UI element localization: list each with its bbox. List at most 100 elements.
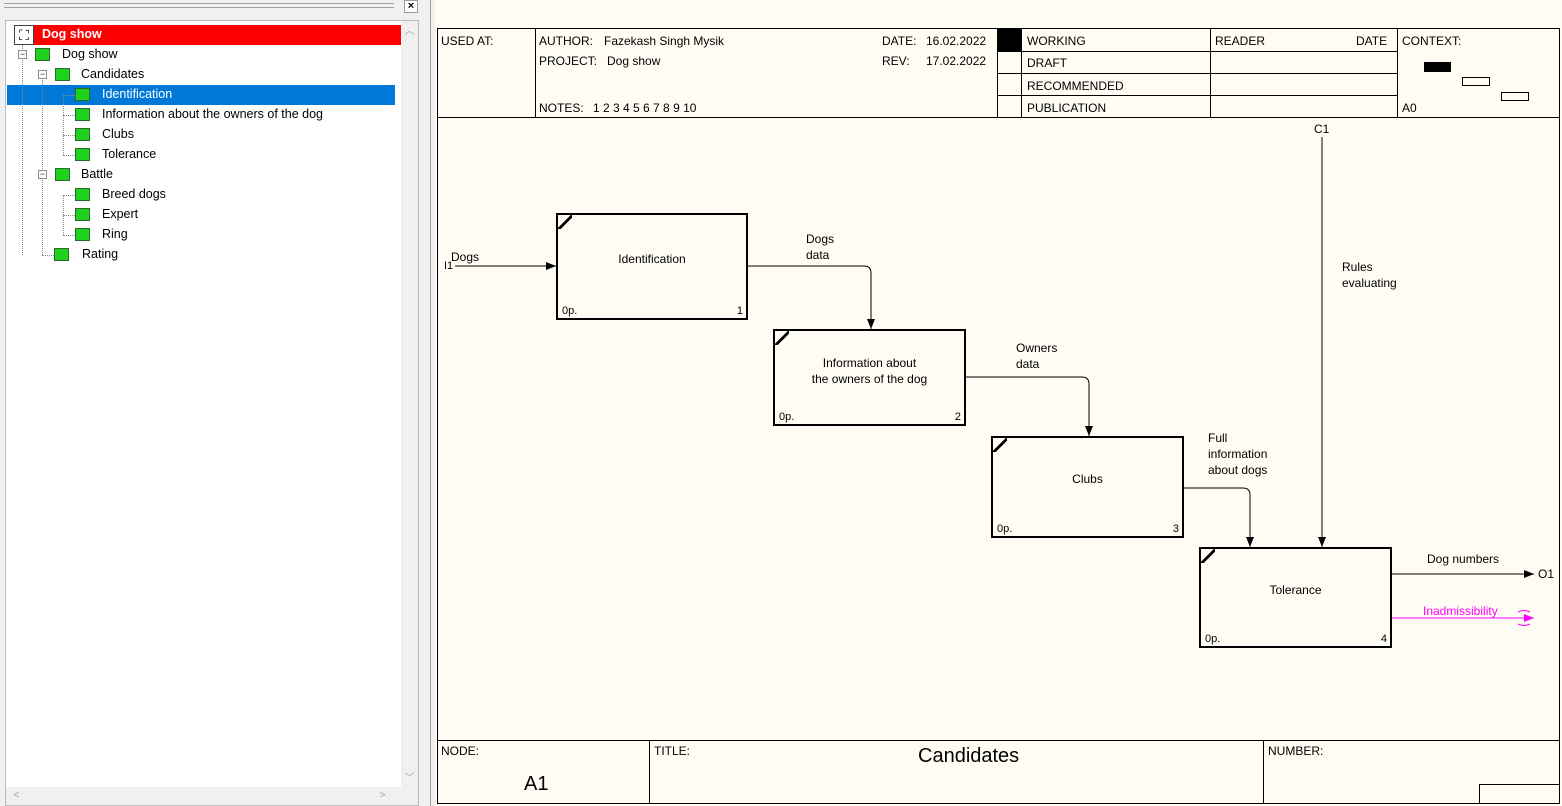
header-divider — [437, 117, 1560, 118]
diagram-title: Candidates — [918, 745, 1020, 767]
tree-item-label: Candidates — [81, 67, 145, 81]
activity-cost: 0р. — [997, 523, 1013, 535]
explorer-titlebar: × — [0, 0, 420, 14]
tree-item-battle[interactable]: − Battle — [38, 165, 338, 185]
author-label: AUTHOR: — [539, 34, 593, 48]
scroll-left-icon[interactable]: < — [13, 790, 20, 801]
activity-name: Identification — [618, 252, 686, 266]
activity-box-icon — [75, 228, 90, 241]
collapse-icon[interactable]: − — [38, 169, 47, 179]
activity-box-icon — [75, 108, 90, 121]
activity-information-owners[interactable]: Information about the owners of the dog … — [773, 329, 966, 426]
selection-highlight — [7, 85, 395, 105]
status-working: WORKING — [1027, 34, 1086, 48]
context-label: CONTEXT: — [1402, 34, 1462, 48]
node-value: A1 — [524, 773, 549, 795]
dog-numbers-label[interactable]: Dog numbers — [1427, 552, 1500, 566]
owners-data-label[interactable]: data — [1016, 357, 1040, 371]
arrow-full-information[interactable] — [1183, 487, 1254, 547]
tree-item-tolerance[interactable]: Tolerance — [75, 145, 375, 165]
full-information-label[interactable]: Full — [1208, 431, 1228, 445]
project-label: PROJECT: — [539, 54, 598, 68]
tunnel-icon — [1517, 610, 1531, 626]
diagram-canvas[interactable] — [435, 0, 1562, 806]
header-divider — [997, 95, 1397, 96]
titlebar-grip — [4, 7, 394, 8]
model-tree[interactable]: ⛶ Dog show − Dog show − Candidates Ident… — [5, 20, 419, 806]
activity-number: 2 — [954, 411, 961, 423]
tree-item-candidates[interactable]: − Candidates — [38, 65, 338, 85]
rules-label[interactable]: evaluating — [1342, 276, 1397, 290]
tree-connector — [42, 255, 54, 256]
working-status-marker — [998, 29, 1021, 51]
owners-data-label[interactable]: Owners — [1016, 341, 1058, 355]
tree-root-label: Dog show — [42, 27, 102, 41]
status-draft: DRAFT — [1027, 56, 1067, 70]
tree-item-dog-show[interactable]: − Dog show — [18, 45, 318, 65]
dogs-data-label[interactable]: data — [806, 248, 830, 262]
activity-box-icon — [54, 248, 69, 261]
tree-item-label: Clubs — [102, 127, 134, 141]
tree-item-expert[interactable]: Expert — [75, 205, 375, 225]
tree-item-rating[interactable]: Rating — [54, 245, 354, 265]
number-box — [1479, 784, 1560, 804]
tree-connector — [63, 235, 75, 236]
scroll-down-icon[interactable]: ﹀ — [404, 773, 415, 784]
tree-item-label: Ring — [102, 227, 128, 241]
tree-item-label: Expert — [102, 207, 139, 221]
tree-item-label: Dog show — [62, 47, 118, 61]
tree-connector — [63, 135, 75, 136]
arrow-owners-data[interactable] — [966, 376, 1093, 436]
tree-root-dog-show[interactable]: ⛶ Dog show — [14, 25, 402, 45]
activity-number: 3 — [1172, 523, 1179, 535]
full-information-label[interactable]: information — [1208, 447, 1268, 461]
tree-connector — [63, 95, 64, 155]
status-publication: PUBLICATION — [1027, 101, 1107, 115]
box-corner-mark — [558, 215, 572, 229]
activity-name-line: the owners of the dog — [811, 372, 928, 386]
notes-value: 1 2 3 4 5 6 7 8 9 10 — [593, 101, 697, 115]
activity-name: Tolerance — [1269, 583, 1322, 597]
dogs-label[interactable]: Dogs — [451, 250, 480, 264]
activity-tolerance[interactable]: Tolerance 0р. 4 — [1199, 547, 1392, 648]
collapse-icon[interactable]: − — [38, 69, 47, 79]
tree-connector — [63, 215, 75, 216]
tree-item-clubs[interactable]: Clubs — [75, 125, 375, 145]
header-divider — [1210, 28, 1211, 117]
header-divider — [997, 28, 998, 117]
footer-divider — [1263, 740, 1264, 804]
dogs-data-label[interactable]: Dogs — [806, 232, 835, 246]
arrow-dogs-data[interactable] — [748, 265, 875, 329]
tree-item-information-owners[interactable]: Information about the owners of the dog — [75, 105, 395, 125]
tree-item-breed-dogs[interactable]: Breed dogs — [75, 185, 375, 205]
horizontal-scrollbar[interactable]: < > — [6, 787, 418, 805]
rules-label[interactable]: Rules — [1342, 260, 1373, 274]
activity-name: Clubs — [1072, 472, 1103, 486]
panel-splitter[interactable] — [427, 0, 435, 806]
full-information-label[interactable]: about dogs — [1208, 463, 1268, 477]
close-icon[interactable]: × — [404, 0, 418, 13]
activity-box-icon — [75, 88, 90, 101]
activity-number: 1 — [736, 305, 743, 317]
notes-label: NOTES: — [539, 101, 584, 115]
rev-label: REV: — [882, 54, 910, 68]
footer-divider — [649, 740, 650, 804]
activity-clubs[interactable]: Clubs 0р. 3 — [991, 436, 1184, 538]
author-value: Fazekash Singh Mysik — [604, 34, 725, 48]
tree-connector — [63, 195, 75, 196]
tree-item-ring[interactable]: Ring — [75, 225, 375, 245]
vertical-scrollbar[interactable]: ︿ ﹀ — [401, 21, 418, 787]
input-code-label: I1 — [444, 260, 454, 272]
header-divider — [1397, 28, 1398, 117]
activity-identification[interactable]: Identification 0р. 1 — [556, 213, 748, 320]
titlebar-grip — [4, 3, 394, 4]
scroll-up-icon[interactable]: ︿ — [404, 26, 415, 37]
scroll-right-icon[interactable]: > — [379, 790, 386, 801]
collapse-icon[interactable]: − — [18, 49, 27, 59]
tree-item-identification[interactable]: Identification — [75, 85, 395, 105]
tree-connector — [42, 75, 43, 255]
model-explorer-panel: × ⛶ Dog show − Dog show − Candidate — [0, 0, 427, 806]
inadmissibility-label[interactable]: Inadmissibility — [1423, 604, 1498, 618]
tree-item-label: Tolerance — [102, 147, 157, 161]
